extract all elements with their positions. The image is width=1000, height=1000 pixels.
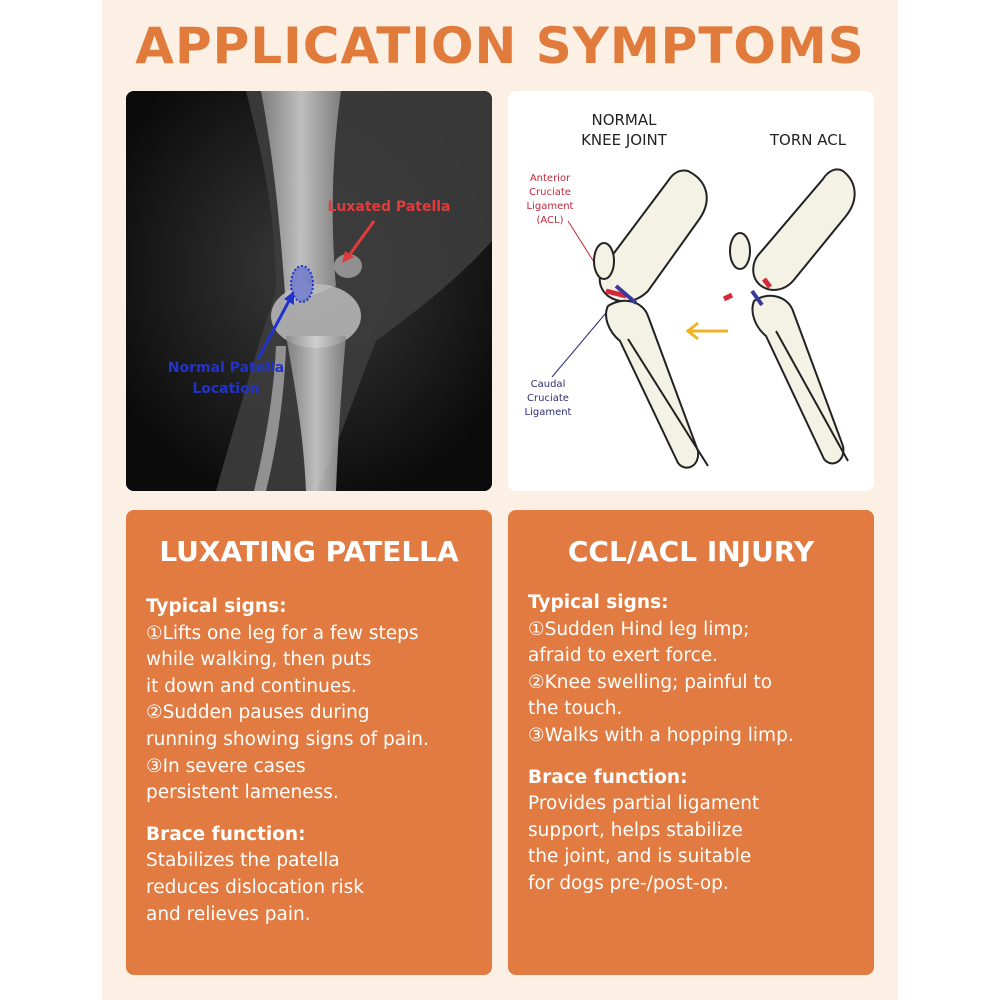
sign-line: ②Sudden pauses during bbox=[146, 702, 370, 724]
normal-title-line1: NORMAL bbox=[591, 111, 657, 129]
knee-diagram-graphic: NORMAL KNEE JOINT TORN ACL Anterior Cruc… bbox=[525, 111, 856, 469]
xray-graphic: Luxated Patella Normal Patella Location bbox=[126, 91, 492, 491]
xray-image: Luxated Patella Normal Patella Location bbox=[126, 91, 492, 491]
sign-line: the touch. bbox=[528, 698, 623, 720]
normal-knee-bones bbox=[593, 169, 709, 469]
sign-line: running showing signs of pain. bbox=[146, 728, 429, 750]
sign-line: persistent lameness. bbox=[146, 782, 339, 804]
sign-line: ③In severe cases bbox=[146, 755, 306, 777]
luxated-arrow bbox=[346, 220, 376, 258]
card-body-luxating: Typical signs: ①Lifts one leg for a few … bbox=[146, 594, 486, 928]
label-normal-patella-line1: Normal Patella bbox=[168, 360, 285, 376]
caudal-label-1: Caudal bbox=[531, 379, 566, 390]
card-body-ccl: Typical signs: ①Sudden Hind leg limp; af… bbox=[528, 590, 868, 898]
normal-title-line2: KNEE JOINT bbox=[581, 131, 668, 149]
page-title: APPLICATION SYMPTOMS bbox=[135, 17, 865, 75]
knee-diagram: NORMAL KNEE JOINT TORN ACL Anterior Cruc… bbox=[508, 91, 874, 491]
sign-line: ①Sudden Hind leg limp; bbox=[528, 618, 750, 640]
acl-label-2: Cruciate bbox=[529, 187, 571, 198]
caudal-label-3: Ligament bbox=[525, 407, 572, 418]
sign-line: ①Lifts one leg for a few steps bbox=[146, 622, 419, 644]
brace-line: for dogs pre-/post-op. bbox=[528, 872, 729, 894]
card-luxating-patella: LUXATING PATELLA Typical signs: ①Lifts o… bbox=[126, 510, 492, 975]
card-title-ccl: CCL/ACL INJURY bbox=[567, 535, 815, 568]
acl-label-4: (ACL) bbox=[536, 215, 563, 226]
torn-acl-knee-bones bbox=[729, 168, 856, 465]
normal-arrow bbox=[256, 298, 292, 360]
card-ccl-acl-injury: CCL/ACL INJURY Typical signs: ①Sudden Hi… bbox=[508, 510, 874, 975]
brace-heading: Brace function: bbox=[146, 823, 306, 845]
normal-patella-marker bbox=[291, 266, 313, 302]
brace-line: reduces dislocation risk bbox=[146, 876, 365, 898]
acl-label-1: Anterior bbox=[530, 173, 571, 184]
signs-heading: Typical signs: bbox=[146, 596, 287, 617]
label-normal-patella-line2: Location bbox=[192, 381, 259, 397]
sign-line: ②Knee swelling; painful to bbox=[528, 671, 773, 693]
brace-line: and relieves pain. bbox=[146, 903, 311, 925]
acl-label-3: Ligament bbox=[527, 201, 574, 212]
torn-acl-title: TORN ACL bbox=[769, 131, 847, 149]
label-luxated-patella: Luxated Patella bbox=[327, 199, 450, 215]
brace-line: the joint, and is suitable bbox=[528, 846, 752, 868]
card-title-luxating: LUXATING PATELLA bbox=[159, 535, 459, 568]
luxated-patella-bone bbox=[334, 254, 362, 278]
brace-line: Provides partial ligament bbox=[528, 793, 760, 815]
signs-heading: Typical signs: bbox=[528, 592, 669, 613]
sign-line: while walking, then puts bbox=[146, 649, 372, 671]
sign-line: it down and continues. bbox=[146, 675, 357, 697]
sign-line: afraid to exert force. bbox=[528, 645, 719, 667]
brace-line: support, helps stabilize bbox=[528, 819, 743, 841]
brace-heading: Brace function: bbox=[528, 766, 688, 788]
caudal-label-2: Cruciate bbox=[527, 393, 569, 404]
brace-line: Stabilizes the patella bbox=[146, 850, 340, 872]
sign-line: ③Walks with a hopping limp. bbox=[528, 724, 794, 746]
